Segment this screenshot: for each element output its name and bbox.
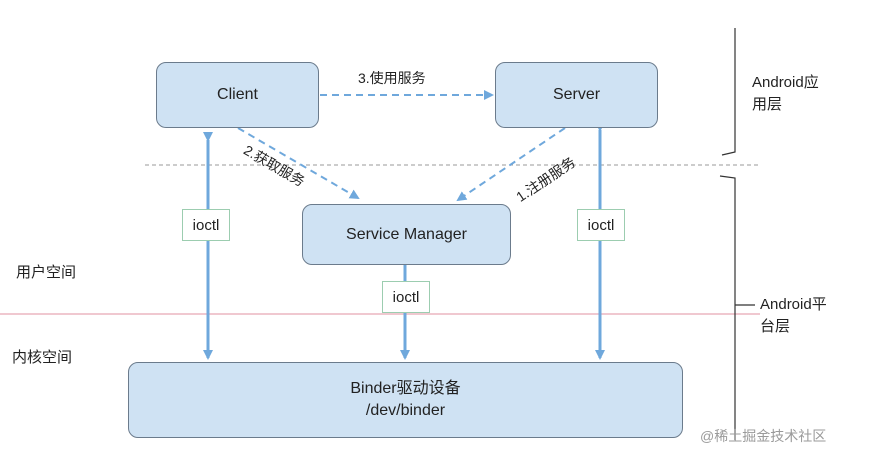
ioctl-label-service-manager: ioctl [382, 281, 430, 313]
kernel-space-label: 内核空间 [12, 349, 73, 366]
binder-driver-node: Binder驱动设备 /dev/binder [128, 362, 683, 438]
server-node: Server [495, 62, 658, 128]
ioctl-label-client: ioctl [182, 209, 230, 241]
platform-layer-bracket [719, 175, 736, 440]
platform-layer-label: Android平 台层 [760, 296, 827, 335]
server-label: Server [552, 86, 601, 103]
app-layer-label: Android应 用层 [752, 74, 819, 113]
watermark: @稀土掘金技术社区 [700, 428, 827, 444]
use-service-label: 3.使用服务 [358, 70, 426, 86]
user-space-label: 用户空间 [16, 264, 77, 281]
register-service-arrow [456, 127, 566, 202]
ioctl-label-server: ioctl [577, 209, 625, 241]
binder-label-line1: Binder驱动设备 [350, 380, 461, 397]
binder-label-line2: /dev/binder [365, 402, 446, 419]
client-label: Client [217, 86, 258, 103]
service-manager-label: Service Manager [346, 225, 467, 243]
app-layer-bracket [721, 28, 736, 156]
service-manager-node: Service Manager [302, 204, 511, 265]
client-node: Client [156, 62, 319, 128]
